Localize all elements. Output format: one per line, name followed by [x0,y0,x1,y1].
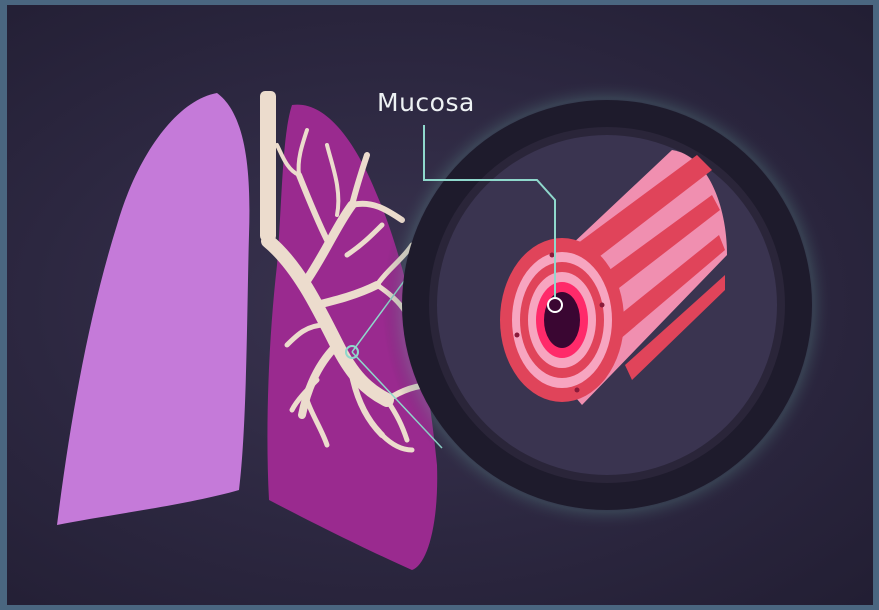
mucosa-label: Mucosa [377,88,475,117]
left-lung [57,93,249,525]
illustration-canvas: Mucosa [7,5,873,605]
trachea [260,91,276,241]
